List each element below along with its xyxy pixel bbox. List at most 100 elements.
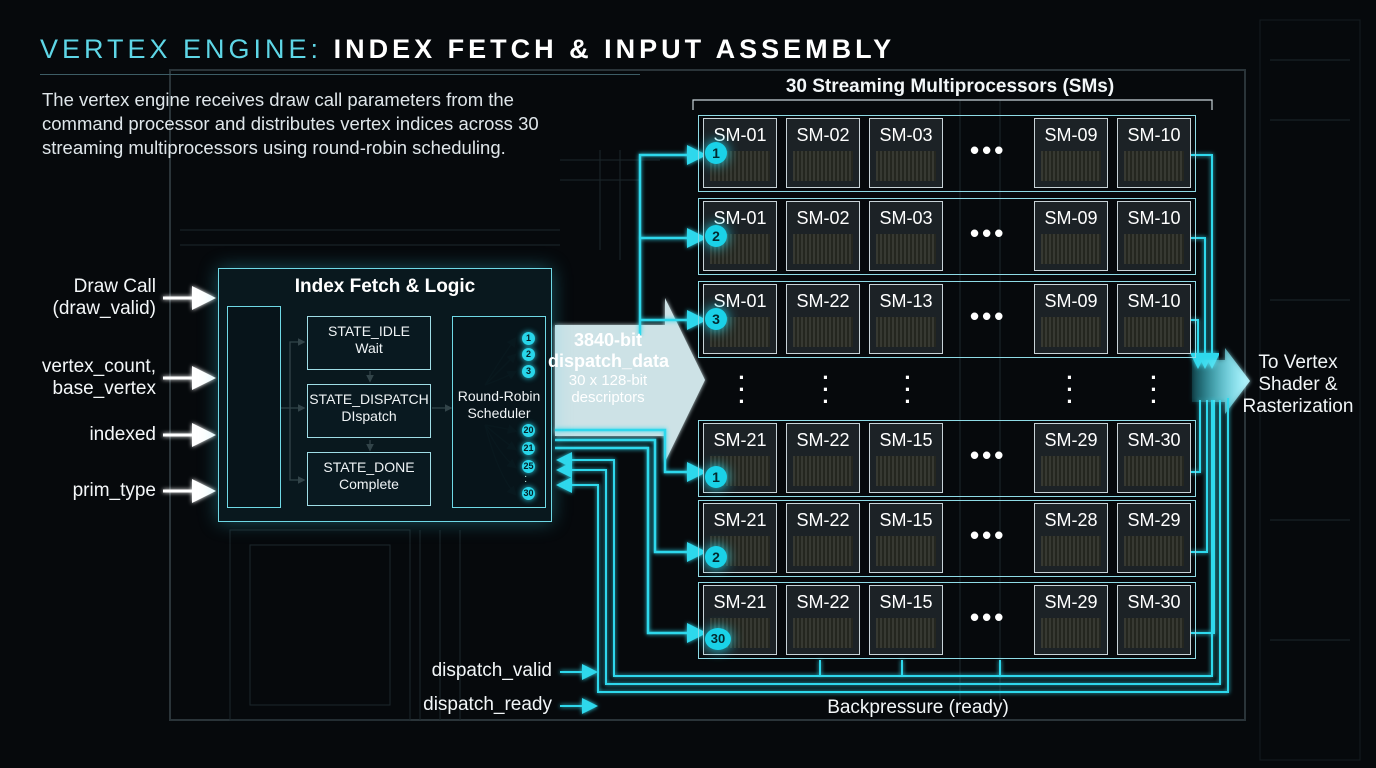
sm-row [698, 281, 1196, 358]
sm-row [698, 500, 1196, 577]
scheduler-badge: 21 [522, 442, 535, 455]
bus-detail-2: descriptors [571, 389, 645, 406]
sm-label: SM-22 [796, 430, 850, 450]
sm-card: SM-01 [703, 201, 777, 271]
state-name: STATE_IDLE [328, 323, 410, 339]
input-label-line1: Draw Call [73, 276, 156, 297]
sm-label: SM-13 [879, 291, 933, 311]
sm-die-image [1041, 536, 1101, 566]
sm-label: SM-10 [1127, 208, 1181, 228]
bus-width: 3840-bit [573, 330, 643, 350]
sm-label: SM-09 [1044, 291, 1098, 311]
sm-row [698, 115, 1196, 192]
input-register [227, 306, 281, 508]
dispatch-bus-label: 3840-bit dispatch_data 30 x 128-bit desc… [548, 330, 670, 406]
input-label-line2: (draw_valid) [52, 298, 156, 319]
sm-label: SM-03 [879, 208, 933, 228]
sm-die-image [1124, 618, 1184, 648]
signal-dispatch-valid: dispatch_valid [431, 660, 552, 681]
index-fetch-title: Index Fetch & Logic [294, 276, 476, 297]
output-label: To Vertex Shader & Rasterization [1238, 352, 1358, 418]
sm-die-image [1124, 456, 1184, 486]
title-prefix: VERTEX ENGINE: [40, 34, 323, 64]
page-title: VERTEX ENGINE: INDEX FETCH & INPUT ASSEM… [40, 34, 895, 65]
sm-label: SM-09 [1044, 125, 1098, 145]
sm-die-image [876, 151, 936, 181]
sm-die-image [793, 151, 853, 181]
scheduler-line1: Round-Robin [457, 388, 541, 404]
sm-card: SM-22 [786, 585, 860, 655]
sm-die-image [793, 234, 853, 264]
sm-card: SM-03 [869, 201, 943, 271]
sm-card: SM-28 [1034, 503, 1108, 573]
bus-detail-1: 30 x 128-bit [568, 372, 648, 389]
sm-card: SM-10 [1117, 284, 1191, 354]
sm-card: SM-01 [703, 118, 777, 188]
sm-array-header: 30 Streaming Multiprocessors (SMs) [785, 76, 1115, 97]
state-idle: STATE_IDLE Wait [307, 316, 431, 370]
scheduler-line2: Scheduler [467, 405, 531, 421]
sm-card: SM-10 [1117, 201, 1191, 271]
sm-label: SM-15 [879, 592, 933, 612]
sm-ellipsis: ••• [970, 440, 1007, 470]
sm-die-image [1041, 317, 1101, 347]
sm-card: SM-13 [869, 284, 943, 354]
state-sub: DIspatch [341, 408, 397, 424]
sm-die-image [876, 234, 936, 264]
sm-die-image [1124, 317, 1184, 347]
state-dispatch: STATE_DISPATCH DIspatch [307, 384, 431, 438]
state-name: STATE_DONE [323, 459, 415, 475]
sm-die-image [876, 317, 936, 347]
vertical-ellipsis: ··· [1066, 365, 1074, 414]
sm-die-image [793, 618, 853, 648]
sm-die-image [876, 618, 936, 648]
output-line1: To Vertex [1258, 352, 1338, 373]
sm-card: SM-22 [786, 284, 860, 354]
sm-card: SM-29 [1117, 503, 1191, 573]
scheduler-badge: 25 [522, 460, 535, 473]
sm-ellipsis: ••• [970, 520, 1007, 550]
sm-die-image [1124, 234, 1184, 264]
sm-label: SM-15 [879, 430, 933, 450]
sm-die-image [1041, 618, 1101, 648]
backpressure-label: Backpressure (ready) [827, 697, 1009, 718]
vertical-ellipsis: ··· [904, 365, 912, 414]
sm-ellipsis: ••• [970, 135, 1007, 165]
sm-label: SM-22 [796, 510, 850, 530]
sm-label: SM-29 [1127, 510, 1181, 530]
sm-ellipsis: ••• [970, 218, 1007, 248]
sm-card: SM-09 [1034, 284, 1108, 354]
sm-card: SM-15 [869, 585, 943, 655]
sm-die-image [793, 456, 853, 486]
sm-label: SM-15 [879, 510, 933, 530]
sm-card: SM-10 [1117, 118, 1191, 188]
sm-label: SM-03 [879, 125, 933, 145]
sm-label: SM-30 [1127, 430, 1181, 450]
sm-card: SM-02 [786, 201, 860, 271]
output-line3: Rasterization [1242, 396, 1354, 417]
sm-card: SM-30 [1117, 423, 1191, 493]
sm-label: SM-28 [1044, 510, 1098, 530]
scheduler-badge: 30 [522, 487, 535, 500]
sm-die-image [876, 536, 936, 566]
vertical-ellipsis: ··· [822, 365, 830, 414]
bus-name: dispatch_data [548, 351, 670, 371]
output-line2: Shader & [1258, 374, 1338, 395]
sm-die-image [1041, 234, 1101, 264]
scheduler-badge: 1 [522, 332, 535, 345]
sm-ellipsis: ••• [970, 602, 1007, 632]
sm-card: SM-15 [869, 423, 943, 493]
sm-label: SM-29 [1044, 592, 1098, 612]
sm-card: SM-29 [1034, 423, 1108, 493]
row-dispatch-badge: 30 [705, 628, 731, 650]
sm-die-image [793, 317, 853, 347]
sm-card: SM-15 [869, 503, 943, 573]
title-main: INDEX FETCH & INPUT ASSEMBLY [333, 34, 896, 64]
sm-card: SM-02 [786, 118, 860, 188]
sm-die-image [1124, 536, 1184, 566]
sm-label: SM-21 [713, 592, 767, 612]
state-sub: Wait [355, 340, 383, 356]
scheduler-badge: 2 [522, 348, 535, 361]
sm-label: SM-22 [796, 291, 850, 311]
sm-label: SM-30 [1127, 592, 1181, 612]
